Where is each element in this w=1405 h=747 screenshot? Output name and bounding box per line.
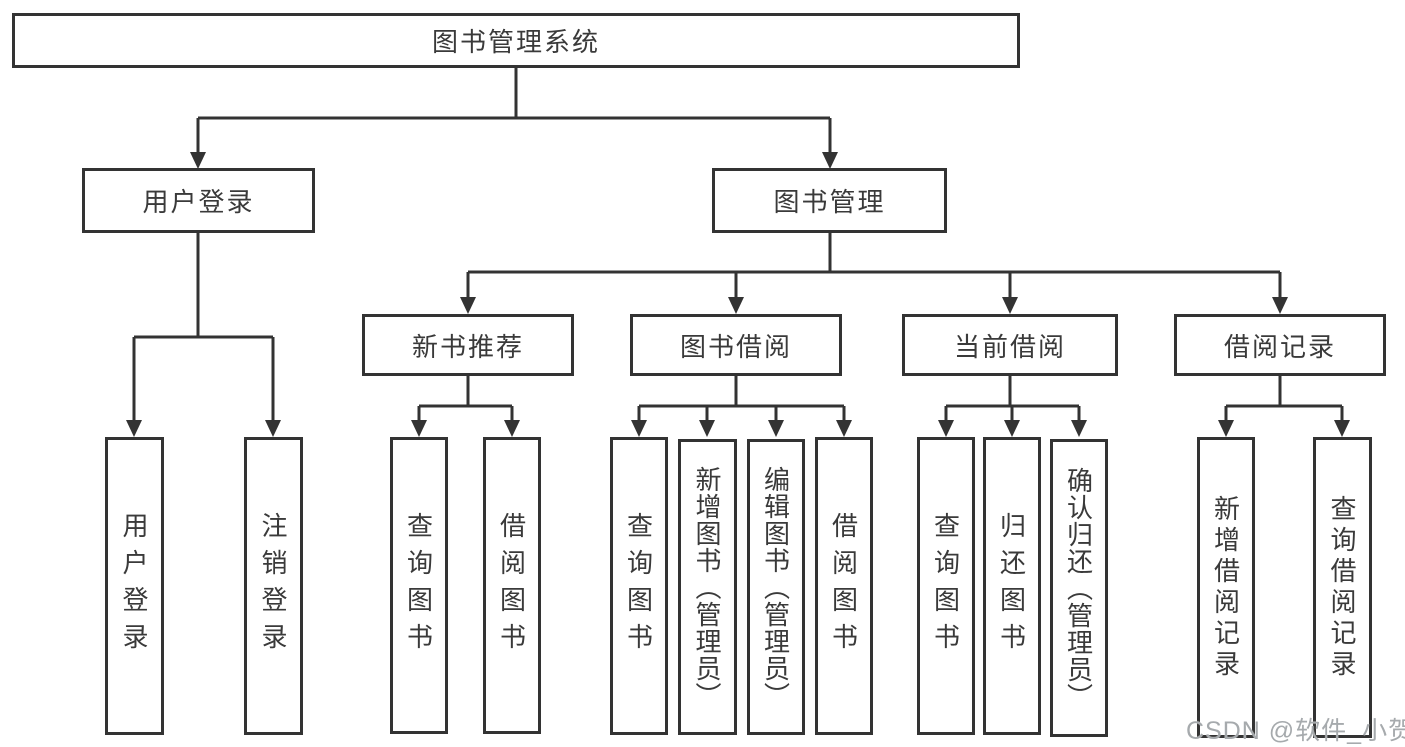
node-current-borrowing: 当前借阅 bbox=[902, 314, 1118, 376]
node-label: 图书借阅 bbox=[679, 331, 792, 362]
arrow-icon bbox=[411, 420, 427, 437]
arrow-icon bbox=[768, 420, 784, 437]
node-label: 归还图书 bbox=[996, 512, 1027, 660]
node-label: 图书管理系统 bbox=[431, 27, 600, 57]
node-library-management-system: 图书管理系统 bbox=[12, 13, 1020, 68]
arrow-icon bbox=[504, 420, 520, 437]
arrow-icon bbox=[836, 420, 852, 437]
node-label: 新书推荐 bbox=[411, 331, 524, 362]
arrow-icon bbox=[728, 297, 744, 314]
node-label: 查询图书 bbox=[623, 512, 654, 660]
node-label: 编辑图书（管理员） bbox=[760, 465, 791, 709]
connector-current-to-leaves bbox=[944, 376, 1081, 421]
node-new-book-recommend: 新书推荐 bbox=[362, 314, 574, 376]
node-label: 借阅记录 bbox=[1223, 331, 1336, 362]
node-label: 查询图书 bbox=[930, 512, 961, 660]
leaf-add-book-admin: 新增图书（管理员） bbox=[678, 439, 737, 735]
leaf-edit-book-admin: 编辑图书（管理员） bbox=[747, 439, 805, 735]
node-label: 图书管理 bbox=[773, 187, 886, 217]
arrow-icon bbox=[1071, 420, 1087, 437]
connector-bookmgmt-to-level3 bbox=[466, 233, 1282, 298]
leaf-query-books-current: 查询图书 bbox=[917, 437, 975, 735]
leaf-query-books-recommend: 查询图书 bbox=[390, 437, 448, 734]
node-label: 确认归还（管理员） bbox=[1063, 466, 1094, 710]
leaf-borrow-books-borrowing: 借阅图书 bbox=[815, 437, 873, 735]
node-label: 用户登录 bbox=[119, 512, 149, 660]
connector-root-to-level2 bbox=[196, 67, 832, 152]
node-label: 查询借阅记录 bbox=[1327, 494, 1357, 681]
node-label: 借阅图书 bbox=[828, 512, 859, 660]
connector-userlogin-to-leaves bbox=[132, 233, 275, 421]
arrow-icon bbox=[699, 420, 715, 437]
arrow-icon bbox=[190, 152, 206, 169]
arrow-icon bbox=[631, 420, 647, 437]
arrow-icon bbox=[126, 420, 142, 437]
leaf-borrow-books-recommend: 借阅图书 bbox=[483, 437, 541, 734]
arrow-icon bbox=[1334, 420, 1350, 437]
leaf-query-books-borrowing: 查询图书 bbox=[610, 437, 668, 735]
arrow-icon bbox=[265, 420, 281, 437]
arrowheads bbox=[126, 152, 1350, 437]
leaf-user-login: 用户登录 bbox=[105, 437, 164, 735]
node-user-login: 用户登录 bbox=[82, 168, 315, 233]
arrow-icon bbox=[822, 152, 838, 169]
leaf-return-books: 归还图书 bbox=[983, 437, 1041, 735]
node-label: 新增借阅记录 bbox=[1210, 494, 1241, 681]
arrow-icon bbox=[938, 420, 954, 437]
csdn-watermark: CSDN @软件_小贺同学 bbox=[1186, 717, 1405, 745]
node-label: 注销登录 bbox=[258, 512, 288, 660]
connector-borrowing-to-leaves bbox=[637, 376, 846, 421]
node-label: 新增图书（管理员） bbox=[692, 465, 722, 709]
arrow-icon bbox=[1002, 297, 1018, 314]
connector-records-to-leaves bbox=[1224, 376, 1344, 421]
connector-newbook-to-leaves bbox=[417, 376, 514, 421]
arrow-icon bbox=[460, 297, 476, 314]
node-book-management: 图书管理 bbox=[712, 168, 947, 233]
node-label: 当前借阅 bbox=[953, 331, 1066, 362]
leaf-confirm-return-admin: 确认归还（管理员） bbox=[1050, 439, 1108, 737]
node-borrowing-records: 借阅记录 bbox=[1174, 314, 1386, 376]
node-label: 用户登录 bbox=[142, 187, 255, 217]
leaf-add-borrow-record: 新增借阅记录 bbox=[1197, 437, 1255, 738]
leaf-query-borrow-record: 查询借阅记录 bbox=[1313, 437, 1372, 738]
node-label: 查询图书 bbox=[403, 511, 434, 660]
arrow-icon bbox=[1004, 420, 1020, 437]
node-book-borrowing: 图书借阅 bbox=[630, 314, 842, 376]
arrow-icon bbox=[1218, 420, 1234, 437]
arrow-icon bbox=[1272, 297, 1288, 314]
leaf-logout: 注销登录 bbox=[244, 437, 303, 735]
node-label: 借阅图书 bbox=[496, 511, 527, 660]
